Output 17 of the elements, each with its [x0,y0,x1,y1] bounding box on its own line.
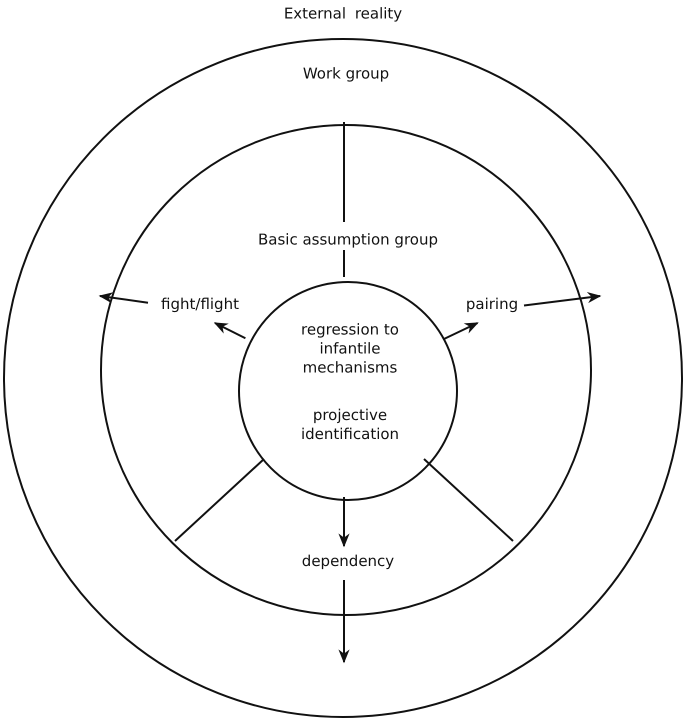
arrow [338,497,350,548]
sector-label: fight/flight [152,293,248,327]
group-label: Basic assumption group [256,230,439,250]
arrow [524,292,602,306]
inner-circle [238,281,458,501]
arrow [98,292,148,304]
middle-circle [100,124,592,616]
sector-label: dependency [300,550,396,584]
sector-label: pairing [456,293,528,327]
outer-circle [3,38,683,718]
arrow [442,322,479,340]
circle-label: regression to infantile mechanisms [300,320,400,378]
arrow [338,580,350,664]
heading-label: External reality [282,4,404,24]
group-label: Work group [302,64,390,84]
arrow [214,322,246,340]
circle-label: projective identification [300,406,400,444]
